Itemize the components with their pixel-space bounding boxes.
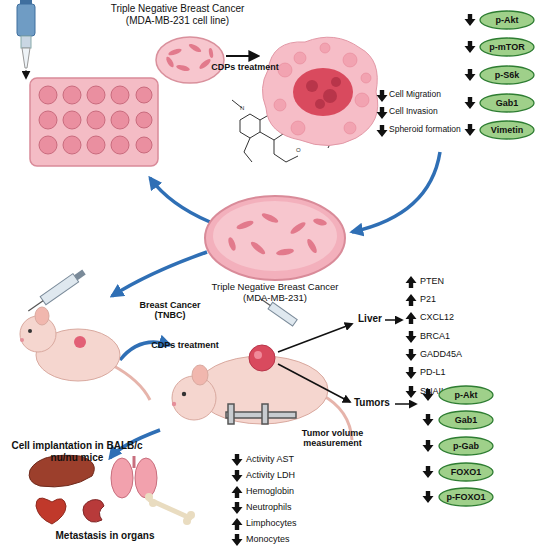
step-label: Tumor volume measurement — [290, 428, 375, 449]
step-label: Cell implantation in BALB/c nu/nu mice — [2, 440, 152, 463]
protein-name: p-mTOR — [479, 37, 535, 57]
oval-shape — [439, 488, 493, 506]
marker-item: PD-L1 — [420, 367, 510, 377]
protein-oval: p-mTOR — [479, 37, 535, 57]
organ-label: Tumors — [354, 397, 399, 409]
marker-item: BRCA1 — [420, 331, 510, 341]
blood-parameter: Limphocytes — [246, 518, 346, 528]
spheroid-cluster — [262, 37, 377, 145]
blood-parameter: Neutrophils — [246, 502, 346, 512]
protein-name: p-S6k — [479, 65, 535, 85]
effect-item: Spheroid formation — [389, 125, 479, 135]
protein-oval: Vimetin — [479, 120, 535, 140]
protein-oval: FOXO1 — [438, 462, 494, 482]
oval-shape — [480, 11, 534, 29]
flow-arrows — [110, 152, 440, 458]
heading-text: Triple Negative Breast Cancer (MDA-MB-23… — [95, 3, 260, 26]
protein-name: Gab1 — [479, 93, 535, 113]
blood-parameter: Activity AST — [246, 454, 346, 464]
blood-parameter: Monocytes — [246, 534, 346, 544]
svg-text:O: O — [296, 147, 301, 153]
protein-name: p-Akt — [438, 385, 494, 405]
protein-oval: p-Akt — [479, 10, 535, 30]
effect-item: Cell Invasion — [389, 107, 479, 117]
oval-shape — [480, 121, 534, 139]
implant-mouse — [20, 268, 150, 400]
step-label: CDPs treatment — [140, 340, 230, 350]
oval-shape — [480, 38, 534, 56]
treatment-arrow — [226, 55, 258, 57]
protein-oval: Gab1 — [438, 410, 494, 430]
pointer-arrows — [278, 320, 416, 404]
effect-item: Cell Migration — [389, 90, 479, 100]
protein-name: Gab1 — [438, 410, 494, 430]
protein-name: p-Gab — [438, 436, 494, 456]
oval-shape — [480, 66, 534, 84]
oval-shape — [480, 94, 534, 112]
oval-shape — [439, 437, 493, 455]
organs-illustration — [29, 455, 195, 525]
blood-parameter: Activity LDH — [246, 470, 346, 480]
marker-item: GADD45A — [420, 349, 510, 359]
oval-shape — [439, 411, 493, 429]
marker-item: P21 — [420, 294, 510, 304]
petri-dish — [156, 37, 224, 83]
protein-oval: Gab1 — [479, 93, 535, 113]
protein-name: p-FOXO1 — [438, 487, 494, 507]
blood-parameter: Hemoglobin — [246, 486, 346, 496]
organ-label: Liver — [358, 313, 398, 325]
cell-line-caption: Triple Negative Breast Cancer (MDA-MB-23… — [200, 282, 350, 304]
protein-name: p-Akt — [479, 10, 535, 30]
step-label: Metastasis in organs — [30, 530, 180, 542]
protein-oval: p-FOXO1 — [438, 487, 494, 507]
protein-oval: p-S6k — [479, 65, 535, 85]
protein-name: FOXO1 — [438, 462, 494, 482]
protein-oval: p-Akt — [438, 385, 494, 405]
protein-name: Vimetin — [479, 120, 535, 140]
svg-text:N: N — [240, 105, 244, 111]
step-label: Breast Cancer (TNBC) — [130, 300, 210, 321]
marker-item: PTEN — [420, 276, 510, 286]
treated-mouse — [172, 295, 352, 440]
step-label: CDPs treatment — [205, 62, 285, 72]
protein-oval: p-Gab — [438, 436, 494, 456]
oval-shape — [439, 463, 493, 481]
well-plate — [30, 78, 158, 166]
oval-shape — [439, 386, 493, 404]
pipette-icon — [17, 0, 35, 78]
marker-item: CXCL12 — [420, 312, 510, 322]
culture-dish — [205, 196, 345, 280]
